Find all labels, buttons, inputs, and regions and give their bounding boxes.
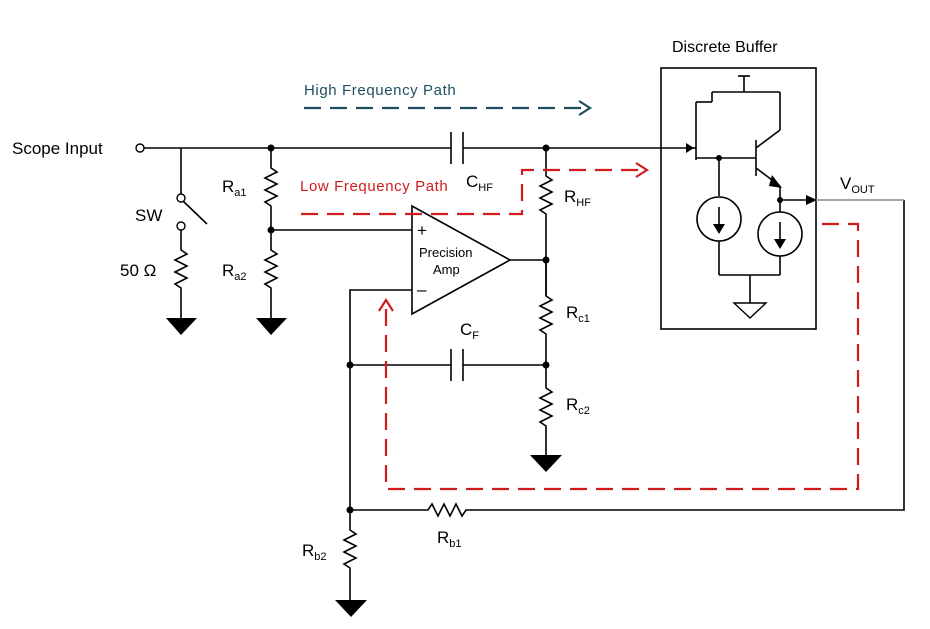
ra2-resistor [263,230,279,318]
ra1-resistor [263,148,279,230]
termination-label: 50 Ω [120,261,156,280]
chf-capacitor [450,132,686,164]
amp-label-line2: Amp [433,262,460,277]
rb2-resistor [342,510,358,600]
ra1-label: Ra1 [222,177,247,199]
plus-sign: + [417,221,427,240]
rhf-label: RHF [564,187,591,209]
junction-dot [267,144,275,152]
minus-sign: – [417,280,427,299]
discrete-buffer-box [660,67,817,330]
rb2-label: Rb2 [302,541,327,563]
chf-label: CHF [466,172,493,194]
cf-label: CF [460,320,479,342]
scope-input-label: Scope Input [12,139,103,158]
buffer-internal-circuit [686,75,817,319]
rc1-label: Rc1 [566,303,590,325]
low-frequency-path-label: Low Frequency Path [300,178,448,195]
inverting-input-wire [349,289,412,510]
rb1-resistor [350,200,905,518]
rc2-resistor [538,365,554,455]
high-frequency-path-label: High Frequency Path [304,82,456,99]
scope-input-terminal [135,143,145,153]
discrete-buffer-title: Discrete Buffer [672,39,778,56]
junction-dot [346,361,354,369]
ground-symbol [335,600,367,617]
ground-symbol [530,455,562,472]
termination-resistor [173,230,189,318]
low-frequency-path-arrow [301,162,860,491]
ra2-label: Ra2 [222,261,247,283]
rc1-resistor [538,260,554,365]
ground-symbol [256,318,287,335]
high-frequency-path-arrow [304,100,593,116]
rb1-label: Rb1 [437,528,462,550]
amp-label-line1: Precision [419,245,472,260]
precision-amp [411,204,512,316]
ground-symbol [166,318,197,335]
input-wire [144,147,451,194]
switch-label: SW [135,206,162,225]
cf-capacitor [350,349,546,381]
vout-label: VOUT [840,174,875,196]
rc2-label: Rc2 [566,395,590,417]
sw-switch [176,193,208,231]
rhf-resistor [538,148,554,296]
